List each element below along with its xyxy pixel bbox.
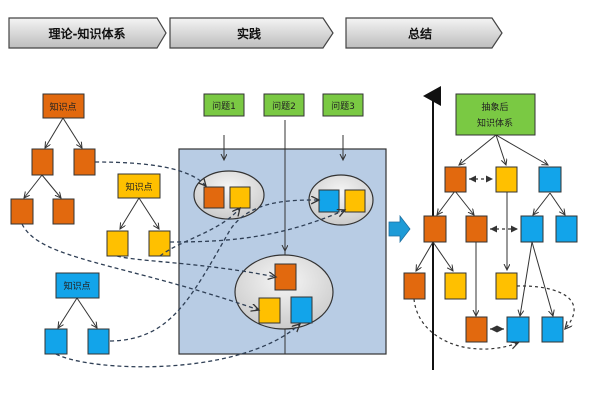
theory-tree-orange: 知识点 [10,93,96,225]
knowledge-point-label: 知识点 [125,181,152,193]
node-blue [506,316,530,343]
theory-tree-blue: 知识点 [44,272,110,355]
problem-label-2: 问题2 [272,100,296,112]
step-chevron-practice: 实践 [169,17,334,49]
node-orange [465,316,488,343]
node-orange [52,198,75,225]
node-blue [290,296,313,324]
node-orange [73,148,96,176]
problem-label-1: 问题1 [212,100,236,112]
node-yellow [229,186,251,209]
dashed-connections [21,161,345,368]
problem-box-3: 问题3 [322,93,364,117]
node-yellow [495,272,518,300]
node-orange [274,263,297,291]
knowledge-point-root [55,272,100,299]
node-yellow [344,189,366,213]
step-chevron-summary: 总结 [345,17,503,49]
node-orange [465,215,488,243]
node-blue [87,328,110,355]
knowledge-point-label: 知识点 [63,280,90,292]
node-yellow [495,166,518,193]
problem-label-3: 问题3 [331,100,355,112]
abstract-knowledge-root: 抽象后 知识体系 [455,93,536,136]
node-blue [318,189,340,213]
step-label-summary: 总结 [408,26,432,41]
step-label-theory: 理论-知识体系 [49,26,126,41]
transition-arrow-icon [388,214,411,244]
knowledge-point-label: 知识点 [49,101,76,113]
node-orange [423,215,447,243]
step-label-practice: 实践 [237,26,261,41]
abstract-root-line2: 知识体系 [477,117,513,129]
problem-box-1: 问题1 [203,93,245,117]
node-yellow [148,230,171,257]
node-yellow [106,230,129,257]
problem-box-2: 问题2 [263,93,305,117]
node-blue [555,215,578,243]
node-orange [31,148,54,176]
node-blue [520,215,544,243]
node-blue [541,316,564,343]
abstract-root-line1: 抽象后 [481,101,508,113]
node-yellow [444,272,467,300]
step-chevron-theory: 理论-知识体系 [8,17,167,49]
node-orange [203,186,225,209]
node-orange [444,166,467,193]
node-orange [10,198,34,225]
node-blue [538,166,562,193]
node-blue [44,328,68,355]
node-yellow [258,297,281,324]
theory-tree-yellow: 知识点 [106,173,171,257]
node-orange [403,272,426,300]
summary-dashed-links [413,175,575,350]
